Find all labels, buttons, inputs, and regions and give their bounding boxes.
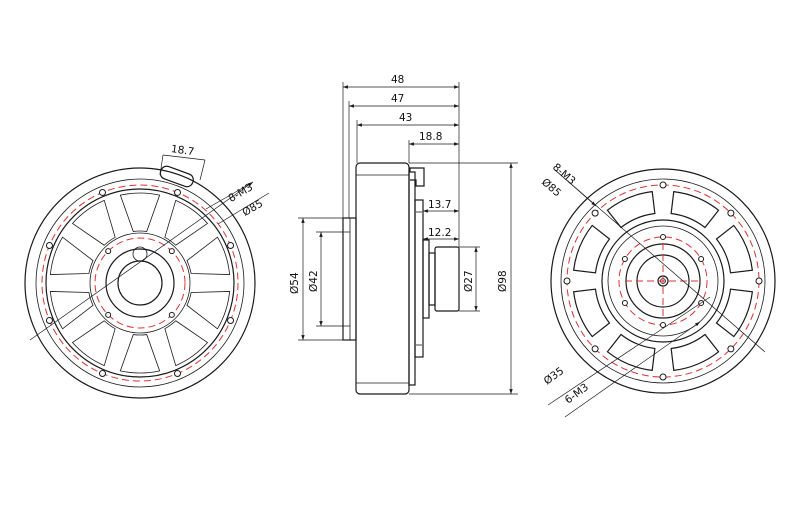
rear-outer-rim <box>550 168 776 394</box>
rear-vent-slot <box>606 190 656 229</box>
front-rim-hole <box>174 188 182 196</box>
front-hub-ring <box>89 232 191 334</box>
front-rim-hole <box>45 241 53 249</box>
rear-vent-slot <box>572 288 611 338</box>
rear-outer-hole <box>659 181 667 189</box>
dim-d54-label: Ø54 <box>289 272 301 294</box>
dim-d98-label: Ø98 <box>497 270 509 292</box>
rear-outer-hole <box>727 209 735 217</box>
dim-48-label: 48 <box>391 74 404 86</box>
front-hub-hole <box>168 311 175 318</box>
front-rim-hole <box>227 241 235 249</box>
front-hub-hole <box>105 248 112 255</box>
rear-outer-hole <box>591 209 599 217</box>
front-spoke-window <box>186 236 231 275</box>
rear-inner-hole <box>660 234 666 240</box>
rear-inner-hole <box>621 300 628 306</box>
rear-inner-hole <box>660 322 666 328</box>
rear-rim-inner <box>560 178 766 384</box>
rear-outer-hole <box>755 277 763 285</box>
front-spoke-window <box>119 192 161 232</box>
side-front-flange <box>342 217 357 341</box>
front-slot <box>159 165 194 188</box>
side-rear-boss <box>422 239 430 319</box>
rear-bottom-leader <box>547 296 711 406</box>
rear-outer-hole <box>591 345 599 353</box>
rear-vent-slot <box>606 333 656 372</box>
front-spoke-window <box>71 320 116 367</box>
front-shaft-bore <box>117 260 163 306</box>
front-spokes <box>49 192 231 374</box>
rear-vent-slot <box>715 224 754 274</box>
dim-d42-label: Ø42 <box>308 270 320 292</box>
dim-12-2-label: 12.2 <box>428 227 451 239</box>
rear-vent-slots <box>572 190 754 372</box>
front-rim-inner <box>35 178 245 388</box>
front-rim-hole <box>45 317 53 325</box>
rear-vent-slot <box>670 190 720 229</box>
front-view: 18.7 8-M3 Ø85 <box>24 143 270 399</box>
front-bolt-circle-label: Ø85 <box>240 198 265 219</box>
rear-outer-hole <box>659 373 667 381</box>
dim-13-7-label: 13.7 <box>428 199 451 211</box>
front-hub <box>105 248 175 318</box>
front-spoke-window <box>186 291 231 330</box>
dim-43-label: 43 <box>399 112 412 124</box>
rear-bolt-holes <box>563 181 763 381</box>
side-rear-plate <box>408 171 416 386</box>
front-shaft-pin <box>132 246 148 262</box>
rear-bolt-circle-label: Ø85 <box>539 176 563 199</box>
rear-inner-bolt-circle-label: Ø35 <box>542 365 567 387</box>
dim-d27-label: Ø27 <box>463 270 475 292</box>
front-rim-hole <box>98 370 106 378</box>
rear-inner-hole <box>621 256 628 262</box>
front-hub-hole <box>168 248 175 255</box>
rear-inner-holes <box>621 234 705 328</box>
side-rear-bell <box>414 199 424 358</box>
slot-dim-line <box>162 154 206 161</box>
front-spoke-window <box>164 199 209 246</box>
rear-view: 8-M3 Ø85 Ø35 6-M3 <box>539 161 776 418</box>
front-rim-hole <box>98 188 106 196</box>
rear-inner-holes-label: 6-M3 <box>563 381 591 406</box>
side-cable-nub <box>409 167 425 187</box>
rear-vent-slot <box>715 288 754 338</box>
front-spoke-window <box>164 320 209 367</box>
rear-outer-hole <box>727 345 735 353</box>
front-flange <box>45 188 235 378</box>
front-spoke-window <box>49 291 94 330</box>
rear-vent-slot <box>670 333 720 372</box>
front-spoke-window <box>71 199 116 246</box>
front-spoke-window <box>119 334 161 374</box>
rear-hub-outer <box>601 219 725 343</box>
front-bolt-circle <box>41 184 239 382</box>
dim-47-label: 47 <box>391 93 404 105</box>
side-view: 48 47 43 18.8 13.7 12.2 Ø54 Ø42 Ø27 Ø98 <box>289 74 518 395</box>
front-bolt-holes <box>45 188 235 378</box>
slot-width-label: 18.7 <box>170 143 195 158</box>
front-spoke-window <box>49 236 94 275</box>
rear-hub-ring <box>607 225 719 337</box>
rear-outer-hole <box>563 277 571 285</box>
front-rim-hole <box>174 370 182 378</box>
rear-inner-hole <box>698 256 705 262</box>
front-rim-hole <box>227 317 235 325</box>
front-leader-line <box>29 181 254 341</box>
front-hub-hole <box>105 311 112 318</box>
rear-vent-slot <box>572 224 611 274</box>
side-shaft-collar <box>428 252 436 306</box>
dim-18-8-label: 18.8 <box>419 131 442 143</box>
side-housing <box>355 162 410 395</box>
front-outer-rim <box>24 167 256 399</box>
side-shaft <box>434 246 460 312</box>
front-inner-circle <box>94 237 186 329</box>
